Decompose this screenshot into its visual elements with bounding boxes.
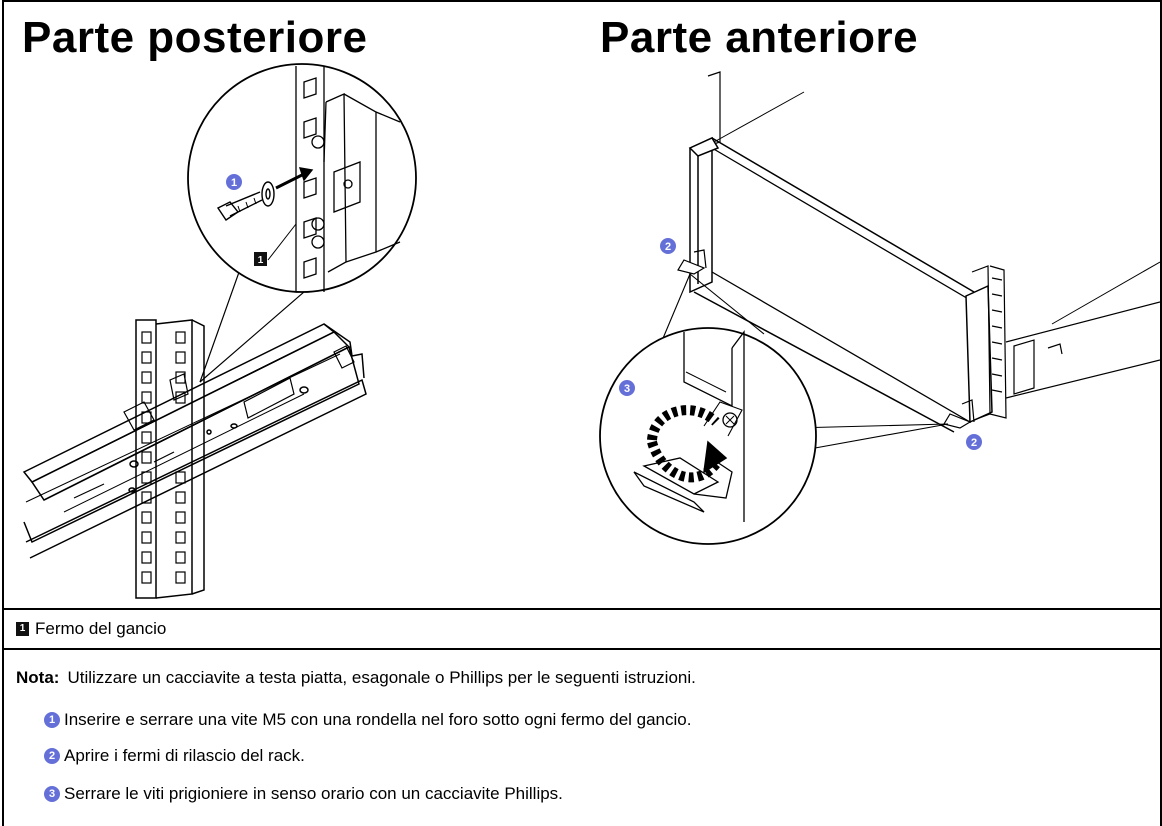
front-step-callout-a: 2 <box>660 238 676 254</box>
note-label: Nota: <box>16 668 60 687</box>
magnified-front-detail <box>633 330 745 522</box>
step-3-text: Serrare le viti prigioniere in senso ora… <box>64 784 563 803</box>
front-illustration <box>599 71 1160 545</box>
step-1: 1 Inserire e serrare una vite M5 con una… <box>44 710 691 730</box>
rear-heading: Parte posteriore <box>22 13 368 62</box>
step-1-marker: 1 <box>44 712 60 728</box>
legend-marker: 1 <box>16 622 29 636</box>
legend-row: 1 Fermo del gancio <box>4 610 1160 650</box>
release-latch-left <box>677 249 707 275</box>
step-3-marker: 3 <box>44 786 60 802</box>
release-latch-right <box>943 399 975 429</box>
clockwise-arrow-icon <box>647 405 728 483</box>
step-2: 2 Aprire i fermi di rilascio del rack. <box>44 746 305 766</box>
screw-washer <box>216 167 314 221</box>
rear-illustration <box>22 63 417 599</box>
svg-text:1: 1 <box>231 177 237 189</box>
front-rack-post <box>971 265 1007 421</box>
server-chassis <box>688 136 993 433</box>
step-2-text: Aprire i fermi di rilascio del rack. <box>64 746 305 765</box>
figure-cell: Parte posteriore Parte anteriore <box>4 2 1160 610</box>
step-2-marker: 2 <box>44 748 60 764</box>
front-heading: Parte anteriore <box>600 13 919 62</box>
svg-text:2: 2 <box>971 437 977 449</box>
step-1-text: Inserire e serrare una vite M5 con una r… <box>64 710 692 729</box>
slide-rail <box>22 323 367 559</box>
front-step-callout-c: 3 <box>619 380 635 396</box>
rear-legend-callout: 1 <box>254 252 267 266</box>
svg-text:2: 2 <box>665 241 671 253</box>
svg-text:3: 3 <box>624 383 630 395</box>
rail-stub <box>1005 301 1160 399</box>
legend-text: Fermo del gancio <box>35 619 167 638</box>
front-step-callout-b: 2 <box>966 434 982 450</box>
installation-illustration: 1 1 <box>22 63 1160 599</box>
svg-text:1: 1 <box>258 255 264 266</box>
note-text: Utilizzare un cacciavite a testa piatta,… <box>67 668 696 687</box>
rear-step-callout: 1 <box>226 174 242 190</box>
note: Nota: Utilizzare un cacciavite a testa pi… <box>16 668 696 688</box>
step-3: 3 Serrare le viti prigioniere in senso o… <box>44 784 563 804</box>
rear-rack-post <box>135 319 205 599</box>
